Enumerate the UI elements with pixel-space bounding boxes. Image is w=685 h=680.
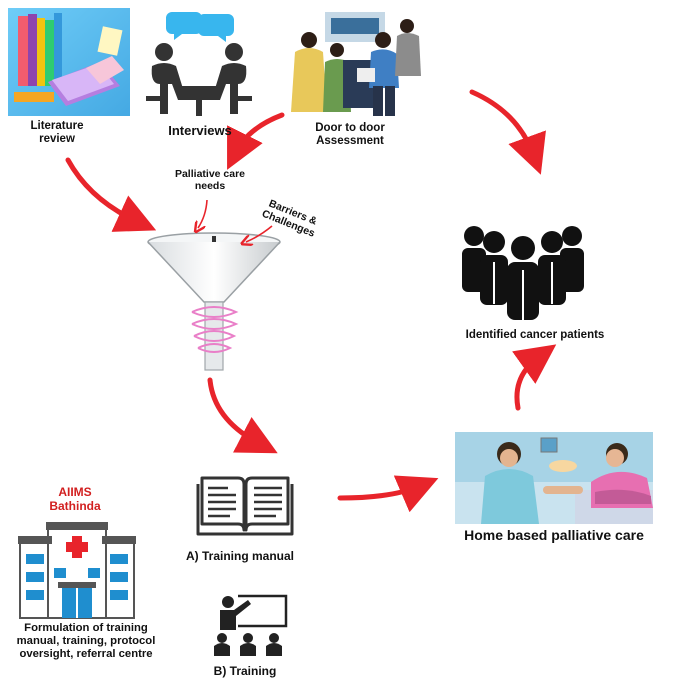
aiims-label: AIIMS Bathinda (49, 485, 101, 513)
books-laptop-icon (8, 8, 130, 116)
training-manual-label: A) Training manual (185, 549, 294, 563)
door-to-door-photo (285, 10, 425, 120)
interview-people-icon (146, 12, 252, 116)
arrow-barriers-to-funnel (246, 225, 273, 242)
door-to-door-label: Door to door Assessment (315, 122, 385, 148)
palliative-needs-label: Palliative care needs (174, 168, 246, 193)
people-group-icon (462, 226, 584, 320)
hospital-building-icon (18, 522, 136, 619)
arrow-needs-to-funnel (198, 199, 208, 228)
arrow-literature-to-funnel (65, 157, 157, 232)
arrow-homecare-to-patients (512, 344, 557, 411)
home-care-label: Home based palliative care (464, 527, 644, 543)
arrow-door-to-interviews (227, 112, 285, 170)
training-label: B) Training (213, 664, 277, 678)
arrow-funnel-to-manual (207, 377, 278, 454)
book-manual-icon (196, 476, 294, 536)
funnel-icon (147, 232, 281, 371)
teacher-training-icon (214, 594, 288, 656)
arrow-top-to-patients (469, 89, 546, 175)
formulation-label: Formulation of training manual, training… (16, 622, 156, 660)
literature-review-label: Literature review (30, 120, 84, 146)
arrow-manual-to-homecare (337, 475, 439, 513)
identified-patients-label: Identified cancer patients (465, 329, 605, 341)
interviews-label: Interviews (168, 123, 232, 138)
home-care-photo (455, 432, 653, 524)
